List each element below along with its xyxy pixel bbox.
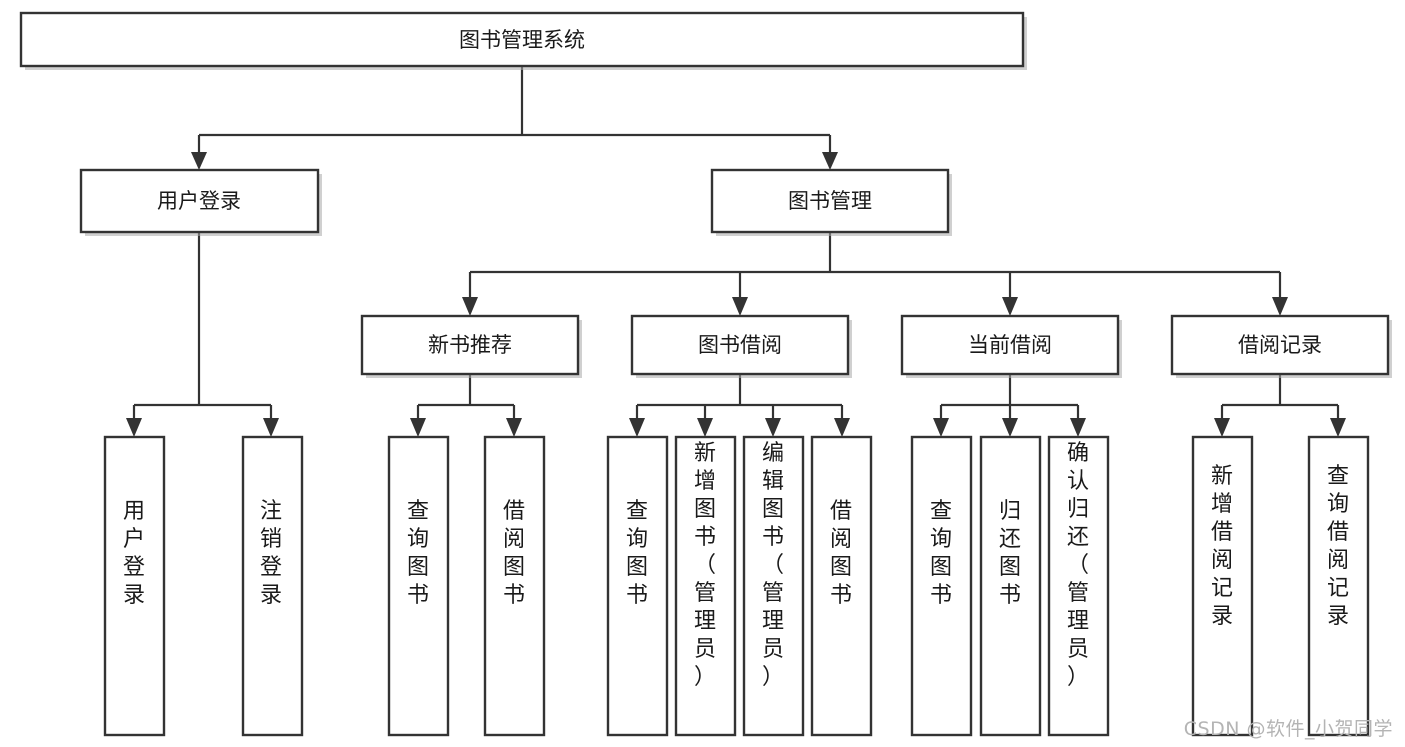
arrow-root-to-user-login (191, 152, 207, 170)
leaf-bb-add-label: 新增图书（管理员） (694, 441, 716, 690)
leaf-cb-confirm-box (1047, 435, 1110, 737)
leaf-rec-add-box (1191, 435, 1254, 737)
current-borrow-label: 当前借阅 (968, 333, 1052, 357)
arrow-leaf-bb-borrow (834, 418, 850, 437)
leaf-bb-edit-label: 编辑图书（管理员） (762, 441, 784, 690)
arrow-leaf-bb-add (697, 418, 713, 437)
arrow-leaf-cb-return (1002, 418, 1018, 437)
arrow-leaf-cb-confirm (1070, 418, 1086, 437)
user-login-label: 用户登录 (157, 189, 241, 213)
leaf-cb-query-box (910, 435, 973, 737)
arrow-leaf-nb-borrow (506, 418, 522, 437)
leaf-logout[interactable]: 注销登录 (241, 435, 304, 737)
leaf-cb-query-label: 查询图书 (930, 499, 952, 608)
user-login-box (79, 168, 320, 234)
arrow-leaf-nb-query (410, 418, 426, 437)
leaf-bb-add[interactable]: 新增图书（管理员） (674, 435, 737, 737)
arrow-leaf-rec-query (1330, 418, 1346, 437)
arrow-leaf-user-login (126, 418, 142, 437)
arrow-leaf-bb-edit (765, 418, 781, 437)
leaf-logout-label: 注销登录 (260, 499, 282, 608)
leaf-rec-add[interactable]: 新增借阅记录 (1191, 435, 1254, 737)
leaf-cb-query[interactable]: 查询图书 (910, 435, 973, 737)
leaf-nb-query-box (387, 435, 450, 737)
node-new-book[interactable]: 新书推荐 (360, 314, 582, 378)
leaf-cb-return-label: 归还图书 (999, 499, 1021, 608)
leaf-bb-borrow-box (810, 435, 873, 737)
book-manage-box (710, 168, 950, 234)
book-borrow-box (630, 314, 850, 376)
book-manage-label: 图书管理 (788, 189, 872, 213)
leaf-user-login-label: 用户登录 (123, 499, 145, 608)
leaf-cb-return-box (979, 435, 1042, 737)
leaf-bb-query-label: 查询图书 (626, 499, 648, 608)
leaf-bb-edit-box (742, 435, 805, 737)
leaf-nb-query-label: 查询图书 (407, 499, 429, 608)
leaf-bb-query-box (606, 435, 669, 737)
node-current-borrow[interactable]: 当前借阅 (900, 314, 1122, 378)
node-root[interactable]: 图书管理系统 (19, 11, 1027, 70)
node-user-login[interactable]: 用户登录 (79, 168, 322, 236)
leaf-cb-confirm-label: 确认归还（管理员） (1067, 441, 1089, 690)
leaf-cb-return[interactable]: 归还图书 (979, 435, 1042, 737)
new-book-label: 新书推荐 (428, 333, 512, 357)
root-label: 图书管理系统 (459, 28, 585, 52)
leaf-bb-add-box (674, 435, 737, 737)
leaf-nb-borrow-box (483, 435, 546, 737)
leaf-bb-query[interactable]: 查询图书 (606, 435, 669, 737)
arrow-to-borrow-record (1272, 297, 1288, 316)
borrow-record-label: 借阅记录 (1238, 333, 1322, 357)
leaf-rec-add-label: 新增借阅记录 (1211, 464, 1233, 629)
leaf-bb-borrow-label: 借阅图书 (830, 499, 852, 608)
book-borrow-label: 图书借阅 (698, 333, 782, 357)
leaf-rec-query-box (1307, 435, 1370, 737)
leaf-user-login-box (103, 435, 166, 737)
connectors (126, 66, 1346, 437)
node-borrow-record[interactable]: 借阅记录 (1170, 314, 1392, 378)
arrow-to-current-borrow (1002, 297, 1018, 316)
leaf-nb-borrow-label: 借阅图书 (503, 499, 525, 608)
arrow-to-book-borrow (732, 297, 748, 316)
arrow-leaf-rec-add (1214, 418, 1230, 437)
leaf-bb-edit[interactable]: 编辑图书（管理员） (742, 435, 805, 737)
leaf-rec-query-label: 查询借阅记录 (1327, 464, 1349, 629)
arrow-to-new-book (462, 297, 478, 316)
root-box (19, 11, 1025, 68)
leaf-nb-query[interactable]: 查询图书 (387, 435, 450, 737)
arrow-leaf-cb-query (933, 418, 949, 437)
leaf-rec-query[interactable]: 查询借阅记录 (1307, 435, 1370, 737)
leaf-bb-borrow[interactable]: 借阅图书 (810, 435, 873, 737)
leaf-logout-box (241, 435, 304, 737)
arrow-root-to-book-manage (822, 152, 838, 170)
arrow-leaf-logout (263, 418, 279, 437)
leaf-cb-confirm[interactable]: 确认归还（管理员） (1047, 435, 1110, 737)
leaf-user-login[interactable]: 用户登录 (103, 435, 166, 737)
leaf-nb-borrow[interactable]: 借阅图书 (483, 435, 546, 737)
borrow-record-box (1170, 314, 1390, 376)
node-book-borrow[interactable]: 图书借阅 (630, 314, 852, 378)
arrow-leaf-bb-query (629, 418, 645, 437)
current-borrow-box (900, 314, 1120, 376)
new-book-box (360, 314, 580, 376)
node-book-manage[interactable]: 图书管理 (710, 168, 952, 236)
